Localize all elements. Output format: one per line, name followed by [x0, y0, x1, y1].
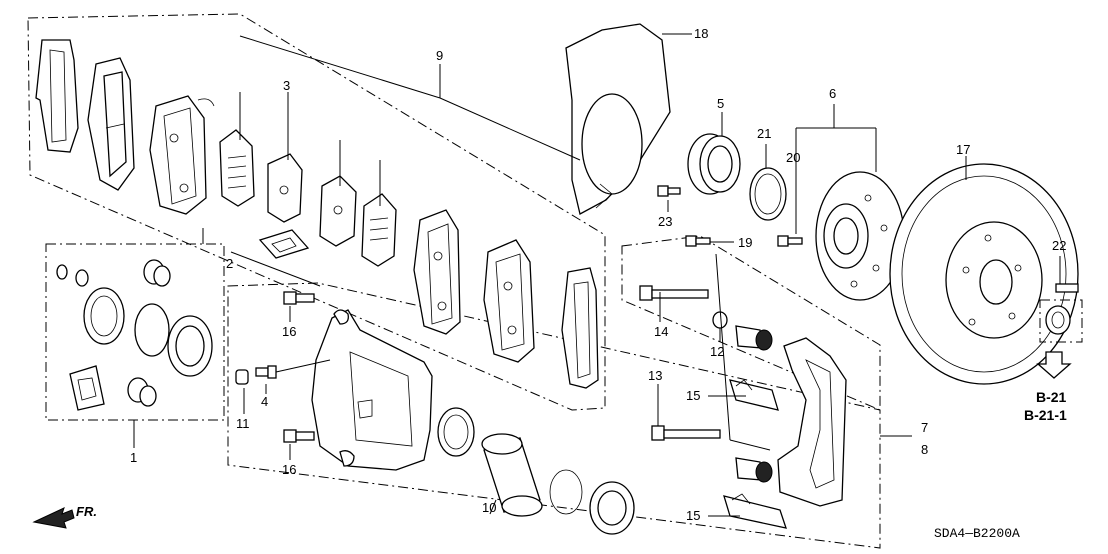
pad-retainer-lower — [723, 493, 787, 529]
pad-shim-3 — [267, 153, 303, 223]
callout-4: 4 — [261, 394, 268, 409]
piston — [481, 433, 543, 517]
hub-bearing — [687, 133, 741, 195]
callout-22: 22 — [1052, 238, 1066, 253]
caliper-bolt-upper — [283, 291, 315, 305]
callout-9: 9 — [436, 48, 443, 63]
pad-shim-outer-left — [35, 39, 79, 153]
pad-shim-outer-right — [561, 267, 599, 389]
caliper-bolt-lower — [283, 429, 315, 443]
callout-1: 1 — [130, 450, 137, 465]
drawing-code: SDA4—B2200A — [934, 526, 1020, 541]
callout-10: 10 — [482, 500, 496, 515]
piston-boot — [589, 481, 635, 535]
seal-kit-parts — [56, 259, 213, 411]
bolt-20 — [777, 235, 803, 247]
bolt-19 — [685, 235, 711, 247]
callout-16-lower: 16 — [282, 462, 296, 477]
piston-seal — [437, 407, 475, 457]
pin-boot-12 — [712, 311, 728, 329]
callout-15-lower: 15 — [686, 508, 700, 523]
pin-boot-lower — [735, 457, 773, 483]
hub-nut — [1039, 299, 1083, 343]
brake-pad-outer-right — [483, 239, 535, 363]
callout-19: 19 — [738, 235, 752, 250]
pad-wear-shim-1 — [219, 129, 255, 207]
caliper-group-outline — [227, 282, 881, 549]
guide-pin-14 — [639, 285, 709, 301]
leader-lines — [133, 33, 1061, 517]
bleeder-cap — [235, 369, 249, 385]
callout-21: 21 — [757, 126, 771, 141]
bleeder-screw — [255, 365, 277, 379]
disc-screw-22 — [1055, 283, 1079, 293]
reference-b21: B-21 — [1036, 389, 1067, 405]
callout-14: 14 — [654, 324, 668, 339]
guide-pin-13 — [651, 425, 721, 441]
piston-set-ring — [549, 469, 583, 515]
caliper-body — [311, 309, 433, 471]
pad-shim-2 — [319, 175, 357, 247]
callout-17: 17 — [956, 142, 970, 157]
callout-23: 23 — [658, 214, 672, 229]
pin-boot-upper — [735, 325, 773, 351]
callout-3: 3 — [283, 78, 290, 93]
callout-8: 8 — [921, 442, 928, 457]
callout-12: 12 — [710, 344, 724, 359]
front-direction-arrow-icon — [32, 507, 75, 529]
callout-13: 13 — [648, 368, 662, 383]
brake-pad-inner-right — [413, 209, 461, 335]
brake-pad-inner-left — [149, 95, 215, 215]
callout-6: 6 — [829, 86, 836, 101]
brake-disc — [889, 163, 1079, 385]
pad-set-group-outline — [27, 13, 606, 411]
caliper-bracket — [777, 337, 847, 507]
circlip — [749, 167, 787, 221]
pad-wear-indicator-label — [258, 229, 310, 259]
reference-b21-1: B-21-1 — [1024, 407, 1067, 423]
splash-shield — [565, 23, 671, 215]
seal-kit-group-outline — [45, 243, 225, 421]
brake-pad-outer-left — [87, 57, 135, 191]
callout-15-upper: 15 — [686, 388, 700, 403]
front-direction-label: FR. — [76, 504, 97, 519]
pad-wear-shim-2 — [361, 193, 397, 267]
callout-18: 18 — [694, 26, 708, 41]
callout-16-upper: 16 — [282, 324, 296, 339]
callout-2: 2 — [226, 256, 233, 271]
pad-retainer-upper — [729, 379, 779, 411]
callout-7: 7 — [921, 420, 928, 435]
bolt-23 — [657, 185, 681, 197]
callout-20: 20 — [786, 150, 800, 165]
callout-5: 5 — [717, 96, 724, 111]
reference-arrow-icon — [1036, 351, 1072, 379]
callout-11: 11 — [236, 416, 250, 431]
